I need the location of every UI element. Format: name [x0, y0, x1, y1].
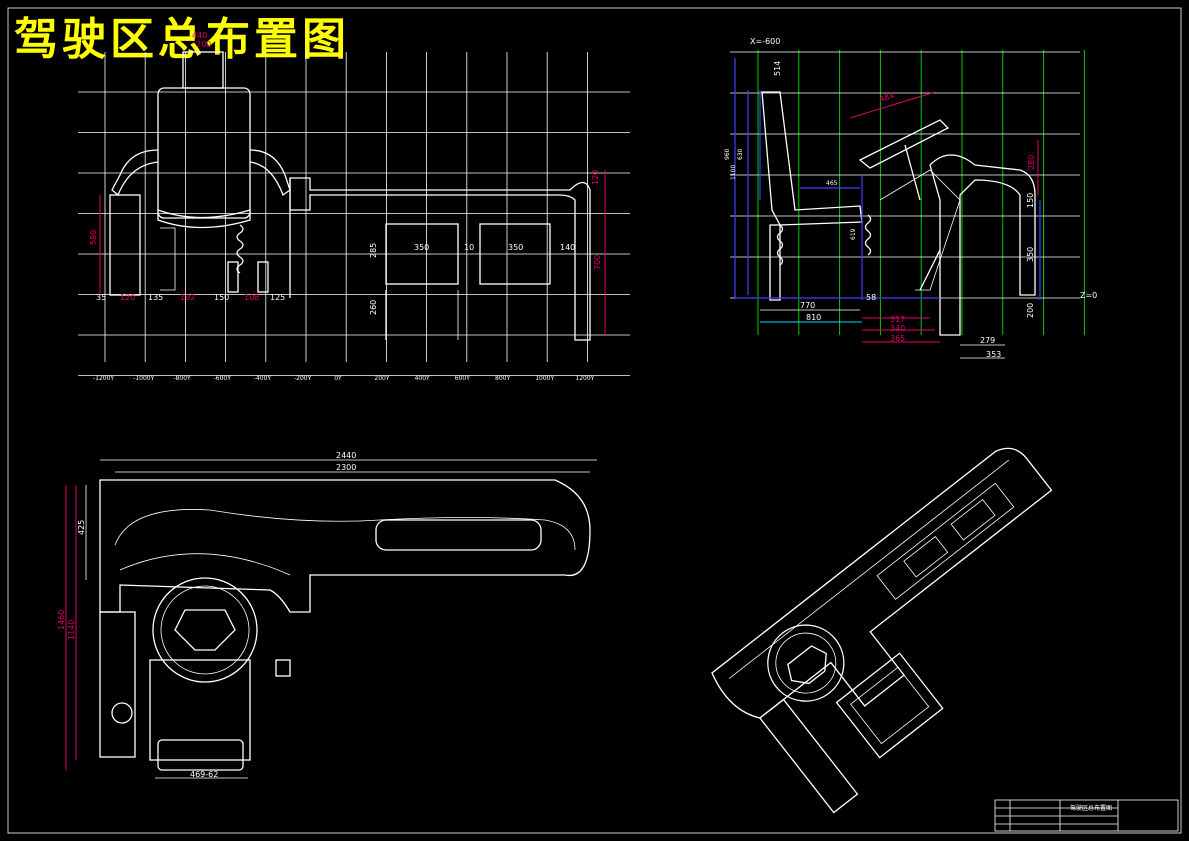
x-axis-label: 1200Y	[575, 375, 594, 382]
bottom-dim: 125	[270, 293, 285, 302]
x-axis-label: 400Y	[415, 375, 430, 382]
svg-text:350: 350	[508, 243, 523, 252]
svg-text:150: 150	[1026, 193, 1035, 208]
dashboard-top	[99, 479, 591, 613]
drawing-title: 驾驶区总布置图	[14, 14, 350, 65]
svg-text:140: 140	[560, 243, 575, 252]
dim-top-2: 200	[196, 40, 211, 49]
svg-text:770: 770	[800, 301, 815, 310]
x-axis-label: -600Y	[214, 375, 232, 382]
svg-text:619: 619	[850, 228, 857, 240]
x-axis-label: -1000Y	[133, 375, 154, 382]
svg-text:10: 10	[464, 243, 474, 252]
svg-text:317: 317	[890, 315, 905, 324]
svg-text:1460: 1460	[57, 610, 66, 630]
seat-spring	[236, 224, 244, 274]
svg-text:1140: 1140	[67, 620, 76, 640]
svg-text:1100: 1100	[730, 165, 737, 180]
title-block: 驾驶区总布置图	[994, 799, 1179, 832]
bottom-dim: 150	[214, 293, 229, 302]
label-z: Z=0	[1080, 291, 1097, 300]
dim-left: 580	[89, 230, 98, 245]
side-console	[99, 611, 136, 758]
svg-text:340: 340	[890, 324, 905, 333]
steering-wheel-iso	[767, 624, 845, 702]
isometric-view	[711, 447, 1053, 814]
x-axis-label: -400Y	[254, 375, 272, 382]
svg-text:260: 260	[369, 300, 378, 315]
bottom-dim: 35	[96, 293, 106, 302]
svg-text:465: 465	[826, 180, 838, 187]
seat-side	[761, 91, 863, 226]
title-block-name: 驾驶区总布置图	[1070, 804, 1112, 812]
steering-wheel-side	[858, 119, 950, 169]
sheet-border	[7, 7, 1182, 834]
bottom-dim: 135	[148, 293, 163, 302]
x-axis-label: 800Y	[495, 375, 510, 382]
x-axis-label: 1000Y	[535, 375, 554, 382]
left-armrest	[111, 149, 159, 197]
pedal-right	[257, 261, 269, 293]
svg-text:365: 365	[890, 334, 905, 343]
svg-text:58: 58	[866, 293, 876, 302]
svg-text:514: 514	[773, 61, 782, 76]
label-x: X=-600	[750, 37, 780, 46]
svg-text:960: 960	[724, 148, 731, 160]
front-view: 580 120 700 440 200 35 120 135 192 150 108 125…	[78, 31, 630, 382]
svg-text:425: 425	[77, 520, 86, 535]
dashboard-side	[929, 154, 1036, 336]
svg-text:484: 484	[878, 91, 895, 104]
side-view: X=-600 Z=0 630 960 1100 465	[724, 37, 1097, 359]
svg-text:285: 285	[369, 243, 378, 258]
svg-text:350: 350	[1026, 247, 1035, 262]
svg-text:469-62: 469-62	[190, 770, 218, 779]
dim-top-1: 440	[192, 31, 207, 40]
seat-cushion	[157, 209, 251, 229]
svg-text:350: 350	[414, 243, 429, 252]
seat-base	[160, 227, 176, 291]
x-axis-label: 600Y	[455, 375, 470, 382]
top-view: 2440 2300 469-62 425 1460 1140	[57, 451, 597, 779]
x-axis-label: 200Y	[374, 375, 389, 382]
driver-seat-top	[149, 659, 251, 761]
svg-text:2440: 2440	[336, 451, 356, 460]
glovebox	[375, 519, 542, 551]
svg-text:200: 200	[1026, 303, 1035, 318]
seat-back	[157, 87, 251, 219]
x-axis-label: -200Y	[294, 375, 312, 382]
x-axis-label: -800Y	[173, 375, 191, 382]
svg-text:810: 810	[806, 313, 821, 322]
svg-text:353: 353	[986, 350, 1001, 359]
dashboard-front	[289, 177, 591, 341]
svg-text:279: 279	[980, 336, 995, 345]
dim-right-2: 700	[593, 255, 602, 270]
svg-text:630: 630	[737, 148, 744, 160]
x-axis-label: -1200Y	[93, 375, 114, 382]
instrument-panel-right	[479, 223, 551, 285]
left-panel	[109, 194, 141, 296]
dim-right-1: 120	[591, 170, 600, 185]
instrument-panel-left	[385, 223, 459, 285]
right-armrest	[249, 149, 291, 197]
steering-wheel-top	[152, 577, 258, 683]
svg-text:2300: 2300	[336, 463, 356, 472]
svg-text:280: 280	[1027, 155, 1036, 170]
pedal-left	[227, 261, 239, 293]
headrest	[182, 51, 224, 89]
bottom-dim: 120	[120, 293, 135, 302]
bottom-dim: 192	[180, 293, 195, 302]
bottom-dim: 108	[244, 293, 259, 302]
x-axis-label: 0Y	[334, 375, 342, 382]
